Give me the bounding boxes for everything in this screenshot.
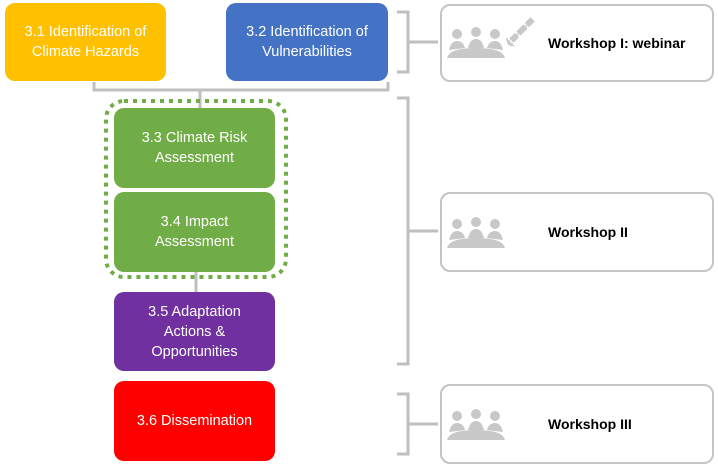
step-3-2-identification-of-vulnerabilities: 3.2 Identification of Vulnerabilities bbox=[226, 3, 388, 81]
step-3-3-climate-risk-assessment: 3.3 Climate Risk Assessment bbox=[114, 108, 275, 188]
step-3-5-adaptation-actions-and-opportunities: 3.5 Adaptation Actions & Opportunities bbox=[114, 292, 275, 371]
step-3-1-identification-of-climate-hazards: 3.1 Identification of Climate Hazards bbox=[5, 3, 166, 81]
workshop-3-label: Workshop III bbox=[548, 416, 632, 432]
workshop-1-box: Workshop I: webinar bbox=[440, 4, 714, 82]
workshop-2-bracket bbox=[397, 96, 438, 366]
workshop-3-bracket bbox=[397, 392, 438, 456]
workshop-3-box: Workshop III bbox=[440, 384, 714, 464]
top-merge-bracket bbox=[92, 82, 390, 92]
step-3-6-dissemination: 3.6 Dissemination bbox=[114, 381, 275, 461]
people-around-table-icon bbox=[447, 27, 505, 58]
people-around-table-icon bbox=[447, 217, 505, 248]
people-around-table-icon bbox=[447, 409, 505, 440]
workshop-1-label: Workshop I: webinar bbox=[548, 35, 686, 51]
workshop-2-box: Workshop II bbox=[440, 192, 714, 272]
workshop-2-label: Workshop II bbox=[548, 224, 628, 240]
step-3-4-impact-assessment: 3.4 Impact Assessment bbox=[114, 192, 275, 272]
risk-impact-group-outline bbox=[104, 99, 288, 279]
workshop-1-bracket bbox=[397, 10, 438, 74]
satellite-icon bbox=[506, 17, 535, 46]
